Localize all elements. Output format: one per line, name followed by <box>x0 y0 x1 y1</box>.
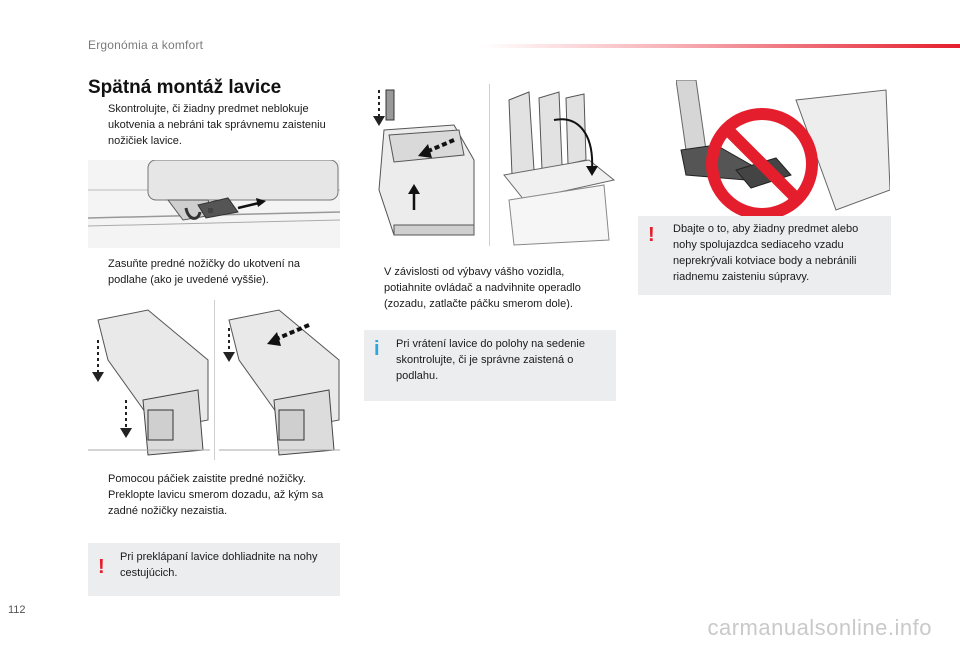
warning-note-text: Pri preklápaní lavice dohliadnite na noh… <box>120 551 318 579</box>
warning-note-feet: ! Pri preklápaní lavice dohliadnite na n… <box>88 543 340 596</box>
watermark: carmanualsonline.info <box>707 615 932 640</box>
step-3: Pomocou páčiek zaistite predné nožičky. <box>88 471 340 487</box>
info-note-text: Pri vrátení lavice do polohy na sedenie … <box>396 338 585 382</box>
warning-note-anchor-points: ! Dbajte o to, aby žiadny predmet alebo … <box>638 216 891 295</box>
info-icon: i <box>374 338 380 360</box>
warning-icon: ! <box>648 224 655 246</box>
page-number: 112 <box>8 604 26 616</box>
step-1: Skontrolujte, či žiadny predmet neblokuj… <box>88 101 338 149</box>
warning-note-text: Dbajte o to, aby žiadny predmet alebo no… <box>673 223 859 283</box>
step-4-text: Preklopte lavicu smerom dozadu, až kým s… <box>108 489 324 517</box>
step-5: V závislosti od výbavy vášho vozidla, po… <box>364 264 614 312</box>
info-note-locking: i Pri vrátení lavice do polohy na sedeni… <box>364 330 616 401</box>
step-2: Zasuňte predné nožičky do ukotvení na po… <box>88 256 338 288</box>
illustration-no-feet-anchor <box>676 80 890 216</box>
step-4: Preklopte lavicu smerom dozadu, až kým s… <box>88 487 340 519</box>
illustration-divider <box>489 84 490 246</box>
illustration-floor-anchor <box>88 160 340 248</box>
step-2-text: Zasuňte predné nožičky do ukotvení na po… <box>108 258 301 286</box>
section-header: Ergonómia a komfort <box>88 38 204 52</box>
step-5-text: V závislosti od výbavy vášho vozidla, po… <box>384 266 581 310</box>
header-accent-bar <box>482 44 960 48</box>
illustration-bench-backrest <box>494 80 616 248</box>
step-3-text: Pomocou páčiek zaistite predné nožičky. <box>108 473 306 485</box>
step-1-text: Skontrolujte, či žiadny predmet neblokuj… <box>108 103 326 147</box>
illustration-seat-tilt-left <box>88 300 210 460</box>
warning-icon: ! <box>98 556 105 578</box>
illustration-backrest-control <box>364 80 484 248</box>
page-title: Spätná montáž lavice <box>88 77 282 98</box>
illustration-divider <box>214 300 215 460</box>
illustration-seat-tilt-right <box>219 300 340 460</box>
